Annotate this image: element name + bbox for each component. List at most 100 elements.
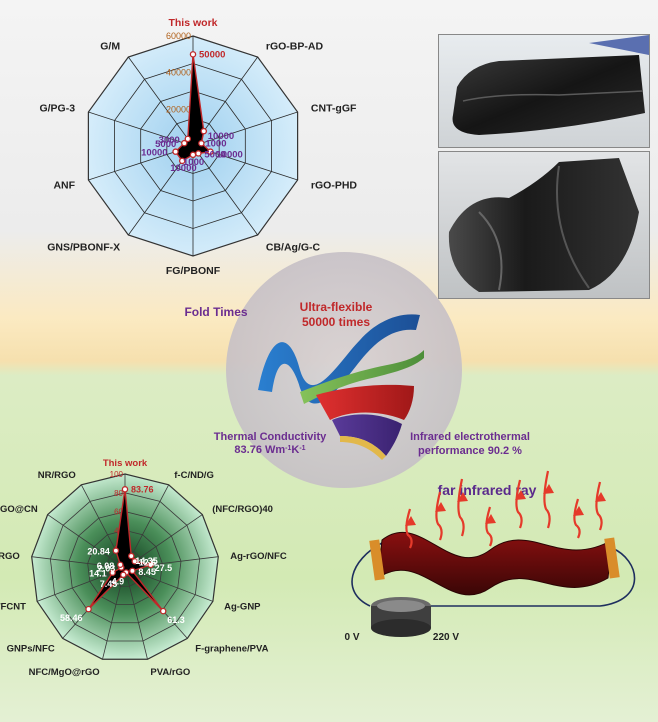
radar-value-label: 6.08 (97, 561, 115, 571)
fold-count-label: 50000 times (302, 315, 370, 329)
radar-value-label: 8.45 (138, 567, 156, 577)
infrared-ray (457, 478, 465, 537)
ribbon-green (300, 350, 424, 404)
radar-category-label: FG/PBONF (166, 265, 221, 277)
ultra-flexible-label: Ultra-flexible (300, 300, 373, 314)
radar-data-point (184, 135, 192, 143)
radar-data-point (109, 569, 116, 576)
radar-grid-ring (87, 529, 163, 605)
radar-category-label: rGO-PHD (311, 179, 358, 191)
radar-value-label: 5000 (155, 139, 176, 150)
radar-data-point (195, 150, 202, 157)
radar-chart-thermal-conductivity: 10080604020083.7614.3512.627.58.4561.34.… (0, 458, 287, 678)
infrared-ray-arrowhead (543, 484, 554, 494)
infrared-ray-arrowhead (457, 492, 468, 502)
thermal-conductivity-title: Thermal Conductivity (214, 431, 327, 443)
radar-data-point (120, 571, 127, 579)
radar-data-point (181, 139, 188, 147)
radar-category-label: PVA/rGO (150, 667, 190, 678)
radar-category-label: NR/RGO (38, 470, 76, 481)
radar-data-point (189, 51, 197, 58)
radar-value-label: 14.1 (89, 569, 107, 579)
infrared-ray (435, 491, 443, 541)
infrared-ray-arrowhead (515, 490, 526, 500)
radar-data-point (147, 561, 154, 569)
electrode-left (369, 539, 385, 581)
radar-spoke (31, 556, 126, 569)
infrared-ray (405, 508, 413, 549)
ribbon-purple (332, 414, 402, 456)
radar-data-point (198, 140, 205, 147)
radar-category-label: GNS/PBONF-X (47, 241, 120, 253)
infrared-ray (515, 479, 523, 529)
radar-data-point (128, 552, 135, 560)
infrared-ray (595, 481, 603, 531)
folded-film-photo-top (438, 34, 650, 148)
infrared-ray-arrowhead (435, 502, 446, 512)
radar-value-label: 5000 (204, 149, 225, 160)
infrared-performance-label: performance 90.2 % (418, 445, 522, 457)
radar-data-point (129, 567, 136, 575)
radar-spoke (102, 567, 126, 660)
radar-value-label: 1000 (183, 157, 204, 168)
voltage-220v: 220 V (433, 632, 459, 643)
radar-category-label: CNT-gGF (311, 103, 357, 115)
radar-value-label: 1000 (205, 138, 226, 149)
radar-category-label: F-graphene/PVA (195, 643, 268, 654)
radar-grid-ring (105, 548, 145, 587)
infrared-ray-arrowhead (485, 514, 496, 524)
radar-value-label: 12.6 (139, 557, 157, 567)
radar-data-point (178, 157, 186, 165)
radar-data-point (172, 148, 179, 155)
radar-value-label: 10000 (208, 131, 234, 142)
radar-spoke (128, 56, 194, 147)
radar-value-label: 27.5 (155, 563, 173, 573)
radar-value-label: 14.35 (135, 556, 158, 566)
heater-film (377, 532, 613, 596)
radar-grid-ring (49, 492, 201, 642)
power-supply-cap (377, 600, 425, 612)
radar-category-label: G/PG-3 (39, 103, 75, 115)
fold-times-label: Fold Times (184, 305, 247, 319)
radar-value-label: 4.9 (112, 576, 125, 586)
radar-chart-fold-times: 6000040000200000500001000010001000050001… (39, 17, 357, 277)
radar-value-label: 83.76 (131, 484, 154, 494)
radar-axis-tick: 100 (110, 470, 124, 479)
radar-category-label: NFC/FCNT (0, 602, 26, 613)
radar-data-point (117, 561, 124, 569)
radar-category-label: This work (168, 17, 217, 29)
radar-data-point (207, 148, 214, 155)
radar-value-label: 7.45 (100, 579, 118, 589)
radar-data-point (189, 151, 197, 159)
radar-category-label: NFC/MgO@rGO (29, 667, 100, 678)
power-supply-base (371, 619, 431, 637)
infrared-ray-arrowhead (405, 516, 416, 526)
infrared-electrothermal-label: Infrared electrothermal (410, 431, 530, 443)
thermal-conductivity-value: 83.76 Wm-1K-1 (234, 444, 305, 456)
ribbon-gold (340, 436, 386, 460)
radar-spoke (124, 514, 203, 569)
radar-category-label: CB/Ag/G-C (266, 241, 321, 253)
infrared-ray (485, 506, 493, 547)
radar-category-label: This work (103, 458, 148, 469)
radar-spoke (47, 514, 126, 569)
radar-value-label: 50000 (199, 49, 225, 60)
radar-category-label: PI/rGO@CN (0, 504, 38, 515)
radar-category-label: f-C/ND/G (174, 470, 214, 481)
electrode-right (604, 537, 620, 579)
radar-data-point (159, 607, 167, 615)
radar-value-label: 20.84 (87, 547, 110, 557)
radar-axis-tick: 80 (114, 489, 123, 498)
radar-spoke (192, 145, 258, 236)
radar-axis-tick: 60000 (166, 31, 191, 41)
radar-value-label: 3000 (159, 135, 180, 146)
heater-illustration: far infrared ray 0 V 220 V (344, 470, 636, 643)
radar-value-label: 10000 (141, 148, 167, 159)
radar-category-label: GNPs/NFC (7, 643, 55, 654)
infrared-ray-arrowhead (573, 506, 584, 516)
ribbon-blue (258, 314, 420, 404)
voltage-0v: 0 V (344, 632, 359, 643)
radar-spoke (124, 567, 148, 660)
radar-grid-ring (68, 511, 182, 624)
